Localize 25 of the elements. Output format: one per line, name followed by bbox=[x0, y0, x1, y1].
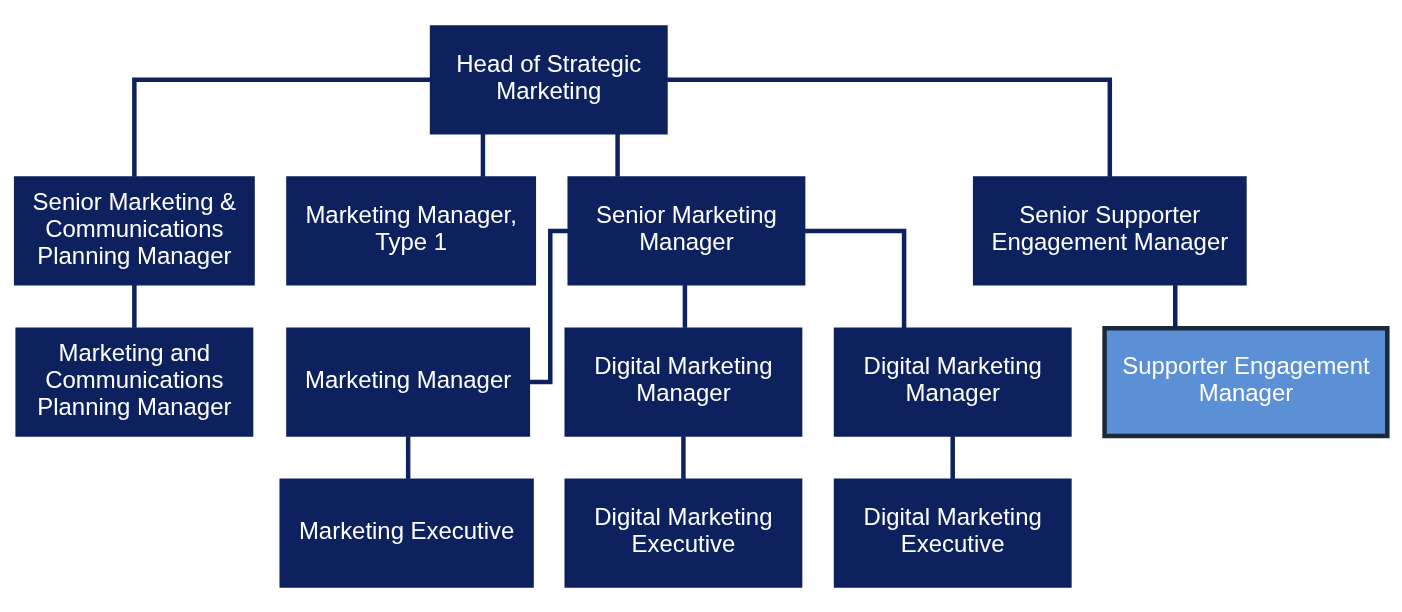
node-box: Digital Marketing Executive bbox=[564, 478, 803, 588]
node-box: Senior Marketing Manager bbox=[567, 175, 806, 286]
connector bbox=[950, 435, 955, 479]
node-box: Head of Strategic Marketing bbox=[429, 24, 668, 134]
connector bbox=[132, 284, 137, 328]
node-box: Digital Marketing Manager bbox=[833, 326, 1072, 437]
node-box: Digital Marketing Executive bbox=[833, 478, 1072, 588]
node-box: Senior Marketing & Communications Planning Manager bbox=[13, 175, 255, 286]
connector bbox=[1173, 284, 1178, 328]
node-box: Marketing Executive bbox=[279, 478, 534, 588]
connector bbox=[405, 435, 411, 479]
connector bbox=[804, 228, 907, 328]
node-box: Digital Marketing Manager bbox=[564, 326, 803, 437]
connector bbox=[529, 228, 569, 384]
connector bbox=[682, 284, 688, 328]
connector bbox=[615, 133, 620, 177]
node-box: Marketing Manager bbox=[286, 326, 531, 437]
connector bbox=[132, 77, 431, 177]
node-box: Marketing Manager, Type 1 bbox=[286, 175, 537, 286]
node-box: Supporter Engagement Manager bbox=[1102, 325, 1390, 438]
connector bbox=[480, 133, 486, 177]
node-box: Senior Supporter Engagement Manager bbox=[972, 175, 1247, 286]
connector bbox=[667, 77, 1113, 177]
connector bbox=[681, 435, 686, 479]
node-box: Marketing and Communications Planning Manager bbox=[15, 326, 254, 437]
